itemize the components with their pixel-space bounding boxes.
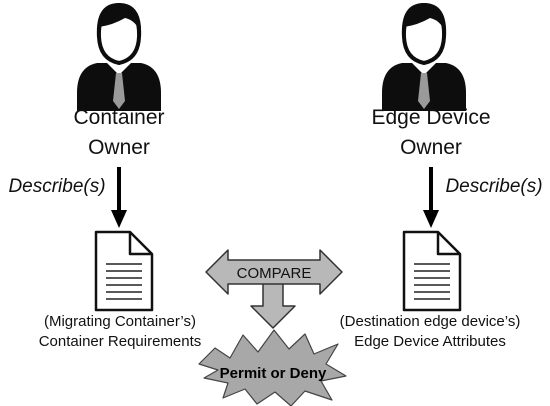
left-owner-line1: Container	[73, 106, 165, 129]
result-label: Permit or Deny	[220, 365, 327, 382]
left-describes-arrow	[111, 167, 127, 228]
person-icon	[75, 1, 163, 113]
right-describes-label: Describe(s)	[445, 176, 543, 197]
burst-shape	[198, 329, 347, 406]
left-describes-label: Describe(s)	[8, 176, 106, 197]
person-icon	[380, 1, 468, 113]
down-arrow	[250, 281, 296, 329]
right-doc-line2: Edge Device Attributes	[354, 333, 506, 350]
document-icon	[94, 230, 154, 312]
right-owner-line1: Edge Device	[371, 106, 491, 129]
right-doc-line1: (Destination edge device’s)	[339, 313, 521, 330]
right-document-label: (Destination edge device’s) Edge Device …	[310, 312, 550, 352]
left-document-label: (Migrating Container’s) Container Requir…	[0, 312, 240, 352]
right-owner-label: Edge Device Owner	[331, 103, 531, 163]
document-icon	[402, 230, 462, 312]
left-owner-line2: Owner	[88, 136, 150, 159]
left-owner-label: Container Owner	[19, 103, 219, 163]
right-describes-arrow	[423, 167, 439, 228]
right-owner-line2: Owner	[400, 136, 462, 159]
left-doc-line1: (Migrating Container’s)	[43, 313, 196, 330]
compare-double-arrow	[205, 249, 343, 295]
left-doc-line2: Container Requirements	[38, 333, 202, 350]
compare-label: COMPARE	[237, 265, 312, 282]
